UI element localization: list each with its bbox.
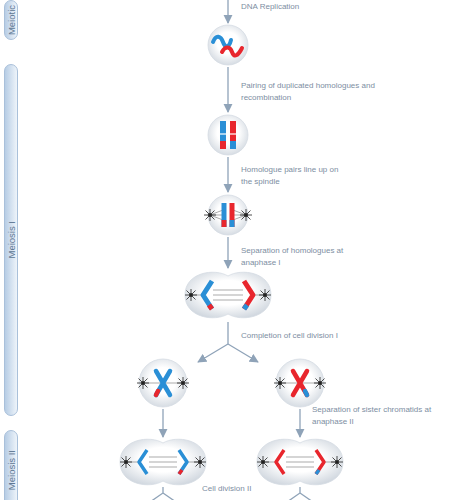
cell-anaphase-two-right [316,450,324,474]
cell-replicated [213,37,231,47]
cell-anaphase-one [244,281,253,309]
cell-metaphase-two-left [156,391,158,395]
cell-anaphase-two-right [276,450,284,474]
step-label: DNA Replication [241,1,361,13]
cell-metaphase-two-right [314,377,326,389]
cell-metaphase-one [222,203,227,227]
cell-paired-homologues [219,133,237,134]
phase-label: Meiosis II [6,450,17,490]
process-arrows [198,344,228,362]
cell-anaphase-two-right [263,457,337,467]
cell-paired-homologues [230,141,236,149]
cell-anaphase-two-left [120,456,132,468]
cell-anaphase-one [185,289,197,301]
cell-metaphase-two-left [137,377,149,389]
cell-metaphase-two-left [156,371,170,395]
cell-anaphase-two-right [257,439,343,485]
step-label: Separation of sister chromatids at anaph… [312,404,449,428]
cell-anaphase-two-left [126,457,200,467]
cell-replicated [208,25,248,65]
step-label: Homologue pairs line up on the spindle [241,164,349,188]
step-label: Pairing of duplicated homologues and rec… [241,80,381,104]
cell-replicated [222,48,242,56]
cell-replicated [208,25,248,65]
cell-anaphase-two-left [179,450,187,474]
cell-anaphase-two-left [149,457,177,458]
cell-paired-homologues [208,115,248,155]
cell-anaphase-two-left [120,439,206,485]
cell-anaphase-one [185,272,271,318]
cell-anaphase-one [244,305,247,309]
step-label: Cell division II [202,483,292,495]
cell-anaphase-two-right [286,462,314,463]
process-arrows [227,322,228,344]
cell-anaphase-two-left [139,450,147,474]
phase-label: Meiotic [6,5,17,35]
cell-anaphase-one [213,300,243,301]
process-arrows [227,157,228,192]
cell-paired-homologues [230,121,236,149]
cell-anaphase-one [185,272,271,318]
cell-metaphase-one [204,195,252,235]
cell-anaphase-two-right [316,470,319,474]
phase-label: Meiosis I [6,221,17,258]
cell-anaphase-one [209,305,212,309]
cell-anaphase-two-left [149,467,177,468]
cell-anaphase-two-left [120,439,206,485]
phase-band: Meiosis I [4,64,18,416]
cell-anaphase-two-right [257,456,269,468]
cell-metaphase-one [222,220,227,227]
cell-metaphase-two-right [293,371,307,395]
cell-metaphase-two-left [177,377,189,389]
phase-band: Meiotic [4,0,18,40]
cell-paired-homologues [220,121,226,149]
cell-anaphase-two-left [179,470,182,474]
cell-metaphase-two-left [137,359,189,407]
cell-anaphase-two-left [194,456,206,468]
cell-paired-homologues [208,115,248,155]
process-arrows [227,67,228,112]
cell-paired-homologues [220,141,226,149]
process-arrows [162,409,163,437]
process-arrows [228,344,258,362]
cell-anaphase-two-right [286,457,314,458]
cell-metaphase-one [230,220,235,227]
phase-band: Meiosis II [4,430,18,500]
process-arrows [150,487,176,500]
cell-anaphase-one [203,281,212,309]
process-arrows [287,487,313,500]
cell-anaphase-one [213,295,243,296]
cell-metaphase-two-right [274,377,286,389]
step-label: Separation of homologues at anaphase I [241,245,361,269]
cell-anaphase-two-right [331,456,343,468]
cell-anaphase-two-right [257,439,343,485]
cell-metaphase-two-right [305,391,307,395]
cell-metaphase-one [240,209,252,221]
cell-anaphase-two-left [149,462,177,463]
cell-metaphase-one [204,209,216,221]
cell-anaphase-one [213,290,243,291]
cell-anaphase-two-right [286,467,314,468]
cell-metaphase-two-right [274,359,326,407]
cell-anaphase-one [259,289,271,301]
process-arrows [299,409,300,437]
cell-metaphase-one [230,203,235,227]
process-arrows [227,237,228,268]
process-arrows [227,0,228,23]
step-label: Completion of cell division I [241,330,381,342]
